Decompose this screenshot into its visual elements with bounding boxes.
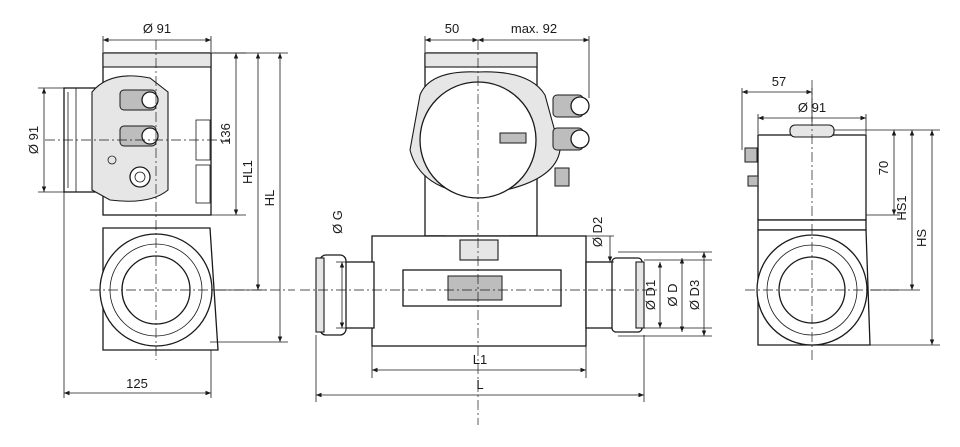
label-mid-d3: Ø D3 — [687, 280, 702, 310]
label-right-57: 57 — [772, 74, 786, 89]
label-left-height-136: 136 — [218, 123, 233, 145]
label-right-hs: HS — [914, 229, 929, 247]
cable-gland-icon — [552, 94, 590, 187]
label-mid-max92: max. 92 — [511, 21, 557, 36]
label-mid-g: Ø G — [330, 210, 345, 234]
label-left-bottom-width: 125 — [126, 376, 148, 391]
left-side-view — [45, 40, 295, 360]
label-mid-d2: Ø D2 — [590, 217, 605, 247]
label-mid-l1: L1 — [473, 352, 487, 367]
label-mid-50: 50 — [445, 21, 459, 36]
dimension-labels: Ø 91 Ø 91 136 HL1 HL 125 50 max. 92 Ø G … — [26, 21, 929, 392]
right-back-view — [744, 80, 900, 360]
cable-gland-icon — [107, 89, 159, 188]
dimension-lines — [38, 36, 940, 402]
label-mid-d1: Ø D1 — [643, 280, 658, 310]
middle-front-view — [300, 40, 660, 425]
label-mid-d: Ø D — [665, 283, 680, 306]
label-right-70: 70 — [876, 161, 891, 175]
label-left-flange-dia: Ø 91 — [26, 126, 41, 154]
label-right-dia91: Ø 91 — [798, 100, 826, 115]
label-mid-l: L — [476, 377, 483, 392]
screw-icon — [744, 147, 759, 187]
label-left-top-width: Ø 91 — [143, 21, 171, 36]
label-left-hl1: HL1 — [240, 160, 255, 184]
label-right-hs1: HS1 — [894, 195, 909, 220]
label-left-hl: HL — [262, 190, 277, 207]
